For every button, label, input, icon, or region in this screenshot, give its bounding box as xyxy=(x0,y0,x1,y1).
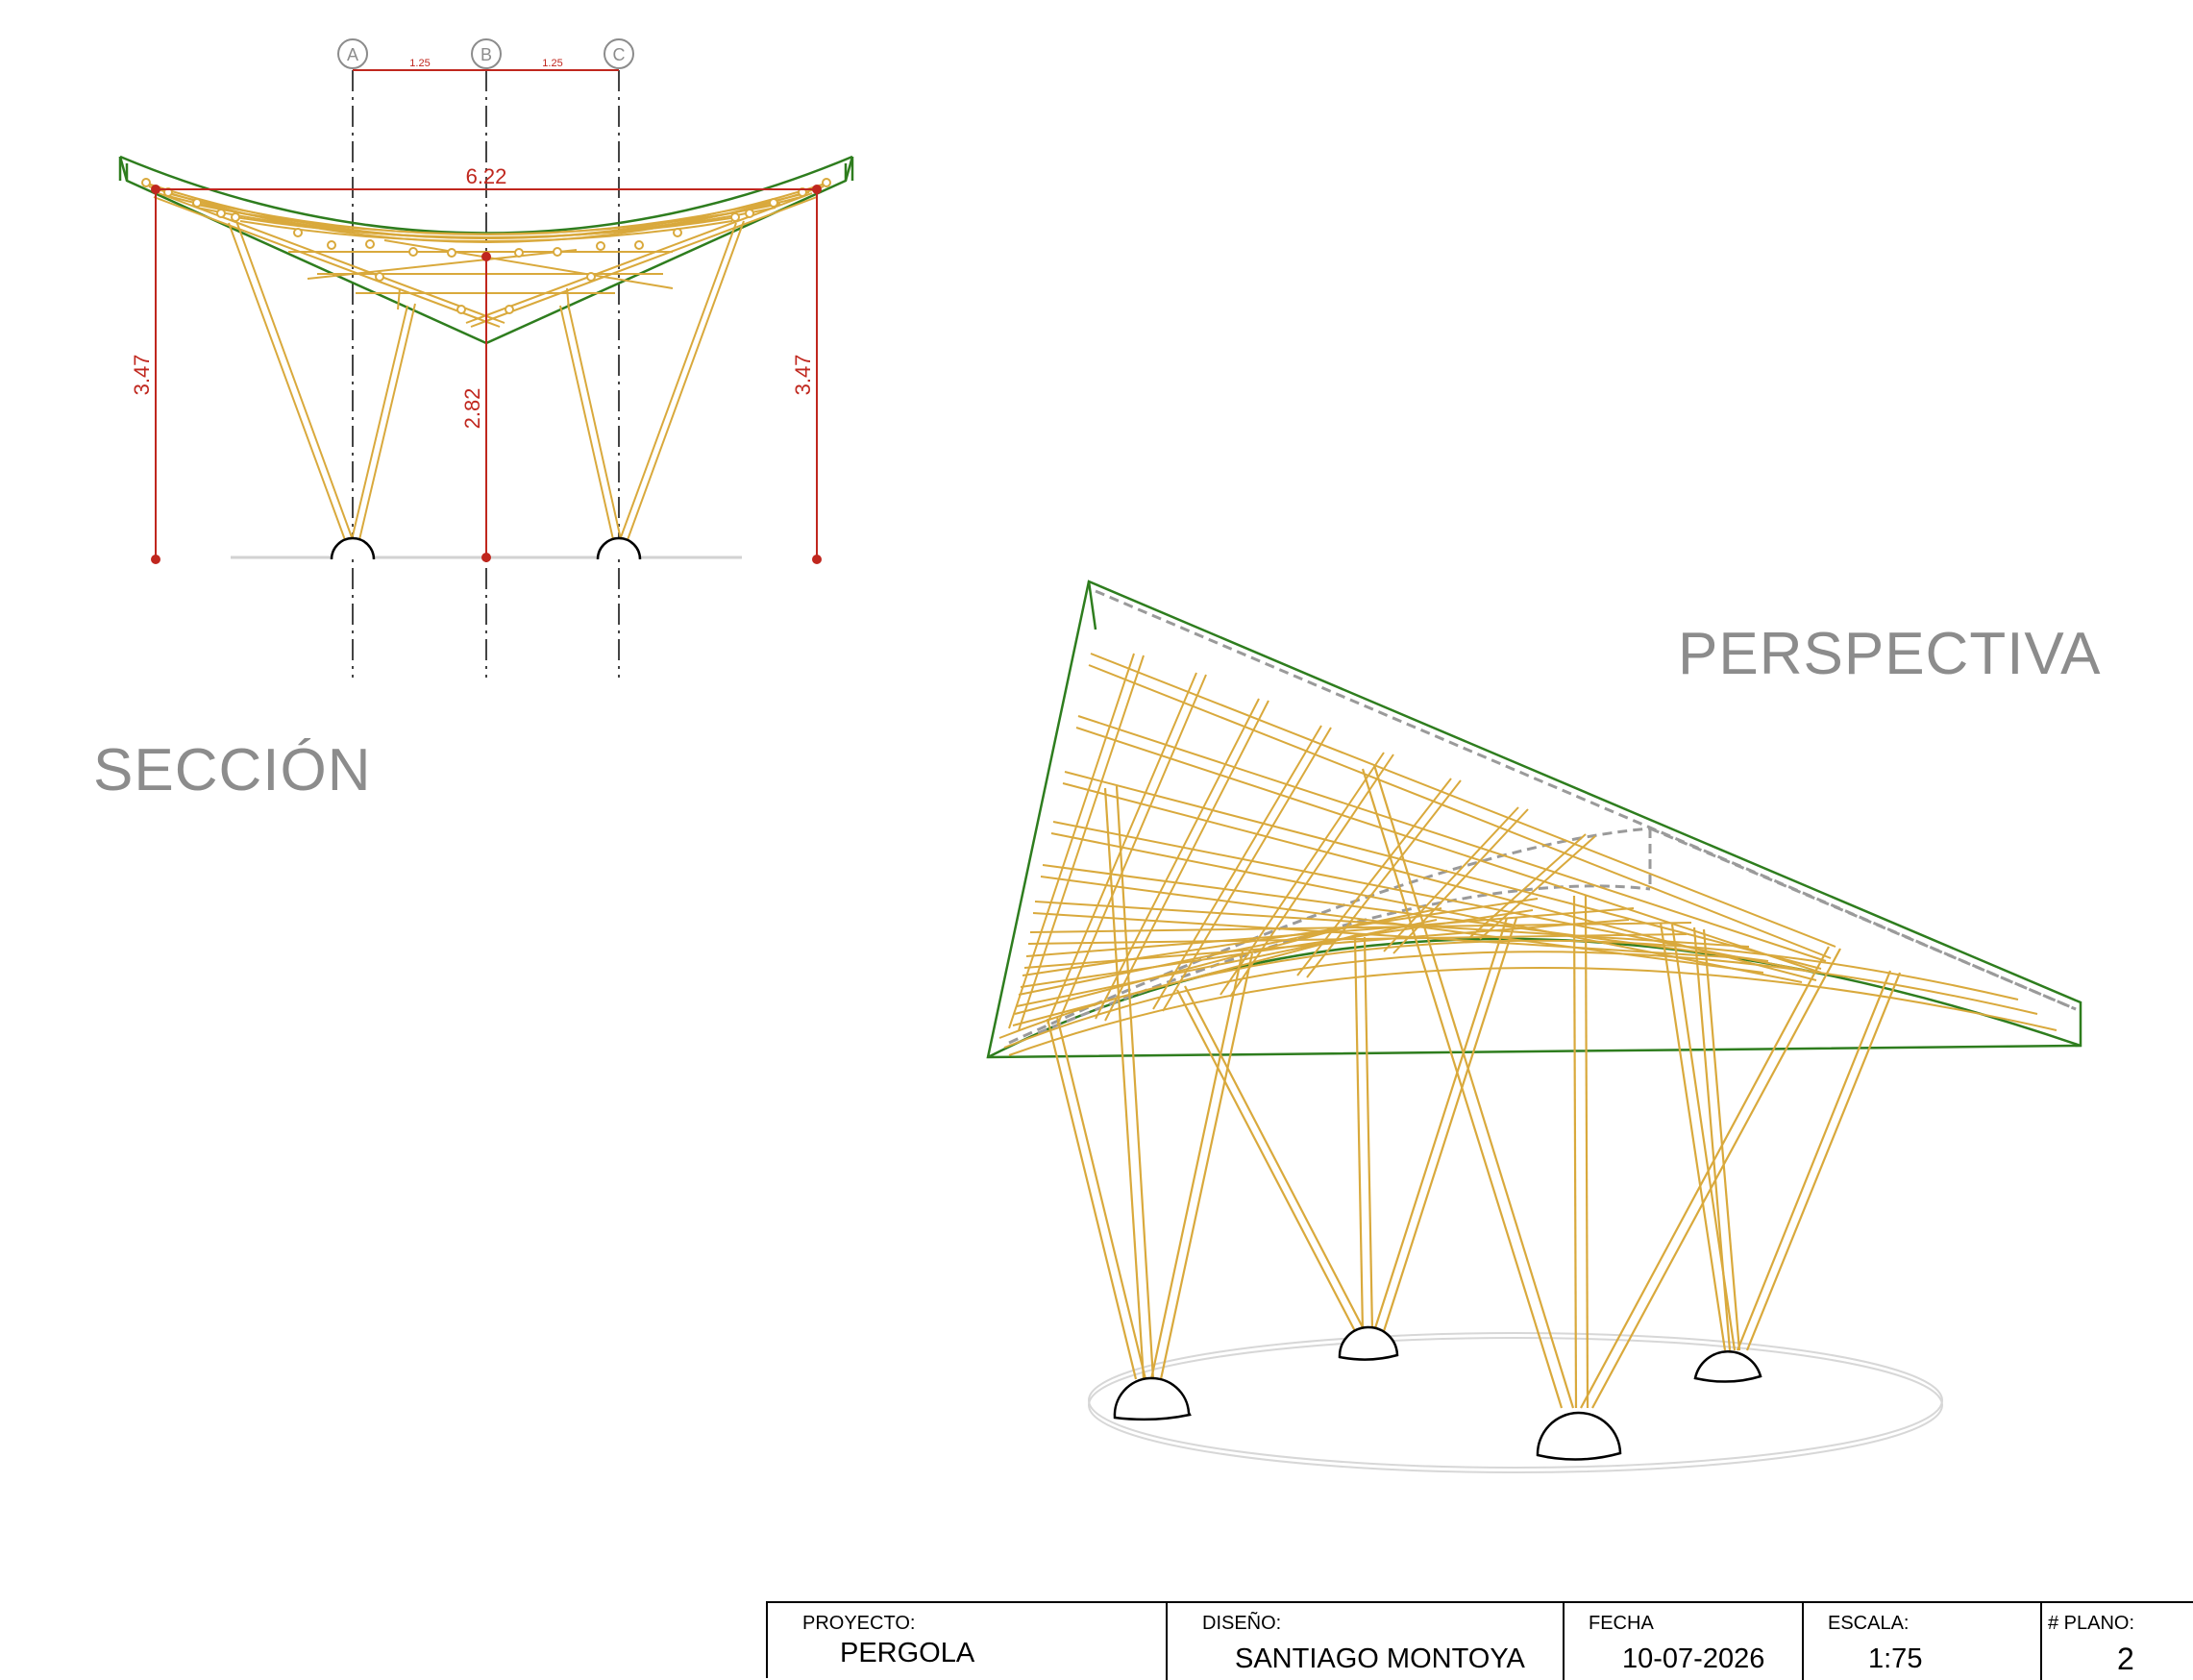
perspective-columns xyxy=(1046,764,1902,1409)
sheet-number-label: # PLANO: xyxy=(2048,1613,2135,1634)
section-foundations xyxy=(330,536,642,560)
title-block: PROYECTO: PERGOLA DISEÑO: SANTIAGO MONTO… xyxy=(766,1601,2193,1680)
axis-c-label: C xyxy=(613,45,626,64)
section-bamboo-frame xyxy=(143,182,829,549)
dimension-width: 6.22 xyxy=(466,164,507,188)
perspective-foundations xyxy=(1113,1325,1762,1461)
section-dimensions xyxy=(151,185,822,564)
project-cell: PROYECTO: PERGOLA xyxy=(768,1603,1168,1680)
dimension-right-height: 3.47 xyxy=(791,355,815,396)
design-cell: DISEÑO: SANTIAGO MONTOYA xyxy=(1168,1603,1565,1680)
date-cell: FECHA 10-07-2026 xyxy=(1565,1603,1804,1680)
axis-a-label: A xyxy=(347,45,358,64)
axis-spacing-bc: 1.25 xyxy=(542,58,562,69)
sheet-number-cell: # PLANO: 2 xyxy=(2042,1603,2193,1680)
perspective-hidden-lines xyxy=(1008,589,2077,1045)
axis-b-label: B xyxy=(480,45,492,64)
project-label: PROYECTO: xyxy=(802,1613,916,1634)
perspective-ground xyxy=(1088,1332,1943,1473)
axis-spacing-dimension: 1.25 1.25 xyxy=(353,58,619,71)
sheet-number-value: 2 xyxy=(2117,1642,2134,1676)
section-bamboo-joints xyxy=(141,178,831,314)
axis-a: A xyxy=(337,38,368,678)
section-view: A B C 1.25 1.25 xyxy=(118,38,854,678)
scale-value: 1:75 xyxy=(1868,1643,1923,1674)
perspective-rafters xyxy=(1008,653,1596,1031)
date-label: FECHA xyxy=(1589,1613,1654,1634)
perspective-view xyxy=(986,580,2082,1473)
section-title: SECCIÓN xyxy=(93,737,372,803)
scale-label: ESCALA: xyxy=(1828,1613,1910,1634)
scale-cell: ESCALA: 1:75 xyxy=(1804,1603,2042,1680)
date-value: 10-07-2026 xyxy=(1622,1643,1765,1674)
dimension-center-height: 2.82 xyxy=(460,388,484,430)
axis-c: C xyxy=(604,38,634,678)
perspective-purlins xyxy=(998,653,2057,1056)
axis-spacing-ab: 1.25 xyxy=(409,58,430,69)
perspective-title: PERSPECTIVA xyxy=(1678,621,2102,687)
design-label: DISEÑO: xyxy=(1202,1613,1282,1634)
design-value: SANTIAGO MONTOYA xyxy=(1235,1643,1525,1674)
dimension-left-height: 3.47 xyxy=(130,355,154,396)
project-value: PERGOLA xyxy=(840,1638,975,1668)
